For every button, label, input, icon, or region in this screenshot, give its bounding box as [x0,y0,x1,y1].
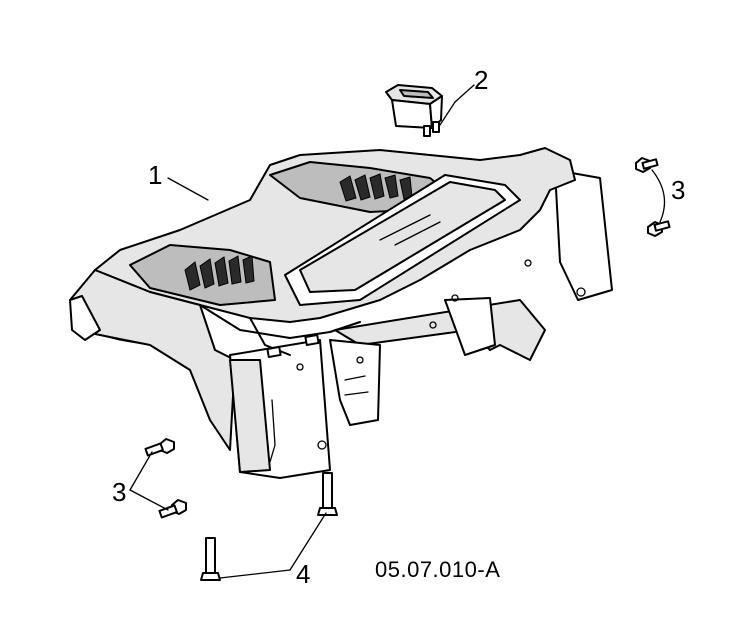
callout-part-2: 2 [474,65,489,95]
figure-id-label: 05.07.010-A [375,557,501,582]
shoulder-bolt-pair-right [635,157,671,237]
long-bolt-pair [200,472,338,581]
rocker-switch [385,84,443,137]
vent-grille-left [184,255,255,291]
leader-lines [129,84,475,579]
callout-part-1: 1 [148,160,163,190]
hood-panel [69,147,613,479]
vent-grille-right [339,173,413,202]
shoulder-bolt-pair-left [144,438,187,519]
callout-part-3-right: 3 [671,175,686,205]
callout-part-4: 4 [296,559,311,589]
callout-part-3-left: 3 [112,477,127,507]
